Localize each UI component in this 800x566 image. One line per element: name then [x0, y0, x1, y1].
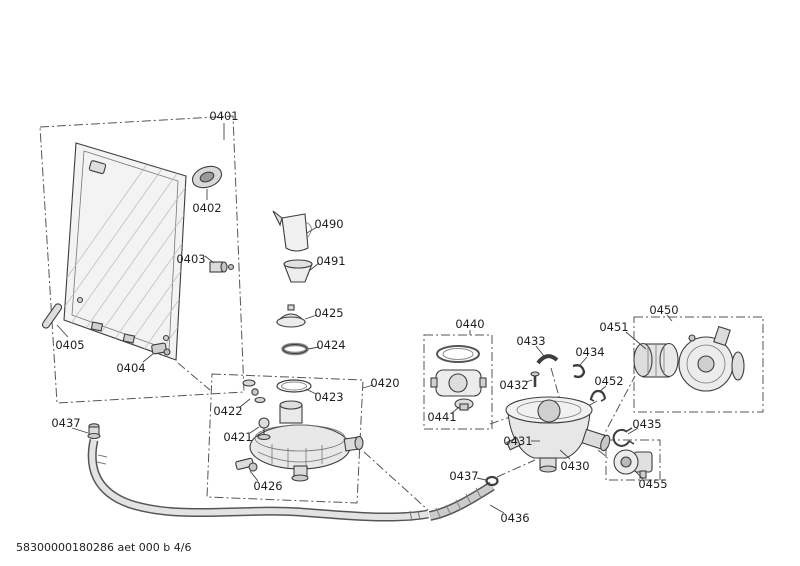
fitting-0403: [209, 261, 235, 273]
elbow-fitting-0426: [235, 457, 258, 472]
filling-jug-0490: [272, 210, 312, 252]
valve-0421: [257, 417, 271, 441]
part-label-0403: 0403: [176, 252, 205, 266]
leader-lines: [56, 123, 673, 514]
circulation-pump-drawing: [633, 325, 745, 392]
part-label-0452: 0452: [594, 374, 623, 388]
clip-0452: [589, 389, 607, 402]
small-parts-0422: [242, 379, 266, 404]
part-label-0430: 0430: [560, 459, 589, 473]
door-panel-drawing: [63, 142, 187, 361]
corrugated-hose-drawing-0436: [428, 481, 495, 521]
part-label-0455: 0455: [638, 477, 667, 491]
clip-0434: [572, 364, 586, 379]
circulation-pump-box-0450: [633, 316, 764, 413]
latch-0404: [151, 342, 171, 356]
part-label-0451: 0451: [599, 320, 628, 334]
part-label-0402: 0402: [192, 201, 221, 215]
part-label-0490: 0490: [314, 217, 343, 231]
part-label-0426: 0426: [253, 479, 282, 493]
seal-ring-0423: [276, 379, 312, 393]
document-number: 58300000180286 aet 000 b 4/6: [16, 541, 191, 554]
hose-gasket-ring-0437: [485, 475, 499, 487]
funnel-0491: [283, 259, 313, 283]
drain-pump-drawing-0455: [613, 449, 653, 479]
cap-0425: [275, 304, 307, 328]
part-label-0436: 0436: [500, 511, 529, 525]
part-label-0420: 0420: [370, 376, 399, 390]
part-label-0437-mid: 0437: [449, 469, 478, 483]
part-label-0401: 0401: [209, 109, 238, 123]
part-label-0437-left: 0437: [51, 416, 80, 430]
drain-hose-drawing-0437: [87, 423, 429, 522]
part-label-0431: 0431: [503, 434, 532, 448]
part-label-0405: 0405: [55, 338, 84, 352]
part-label-0435: 0435: [632, 417, 661, 431]
valve-unit-drawing-0440: [430, 345, 487, 411]
pump-sump-assembly-box-0420: [206, 373, 364, 504]
part-label-0404: 0404: [116, 361, 145, 375]
pump-sump-drawing: [249, 400, 364, 482]
clip-0433: [536, 354, 559, 365]
clamp-0435: [612, 427, 635, 447]
part-label-0423: 0423: [314, 390, 343, 404]
valve-assembly-box-0440: [423, 334, 493, 430]
part-label-0432: 0432: [499, 378, 528, 392]
screw-0432: [530, 371, 540, 387]
part-label-0434: 0434: [575, 345, 604, 359]
seal-grommet-0402: [191, 165, 223, 189]
seal-ring-0424: [281, 342, 309, 356]
part-label-0424: 0424: [316, 338, 345, 352]
drain-pump-box-0455: [605, 439, 661, 481]
part-label-0421: 0421: [223, 430, 252, 444]
part-label-0425: 0425: [314, 306, 343, 320]
part-label-0450: 0450: [649, 303, 678, 317]
part-label-0440: 0440: [455, 317, 484, 331]
sump-drawing: [505, 396, 611, 473]
part-label-0441: 0441: [427, 410, 456, 424]
pin-0405: [41, 303, 63, 329]
part-label-0491: 0491: [316, 254, 345, 268]
part-label-0422: 0422: [213, 404, 242, 418]
part-label-0433: 0433: [516, 334, 545, 348]
